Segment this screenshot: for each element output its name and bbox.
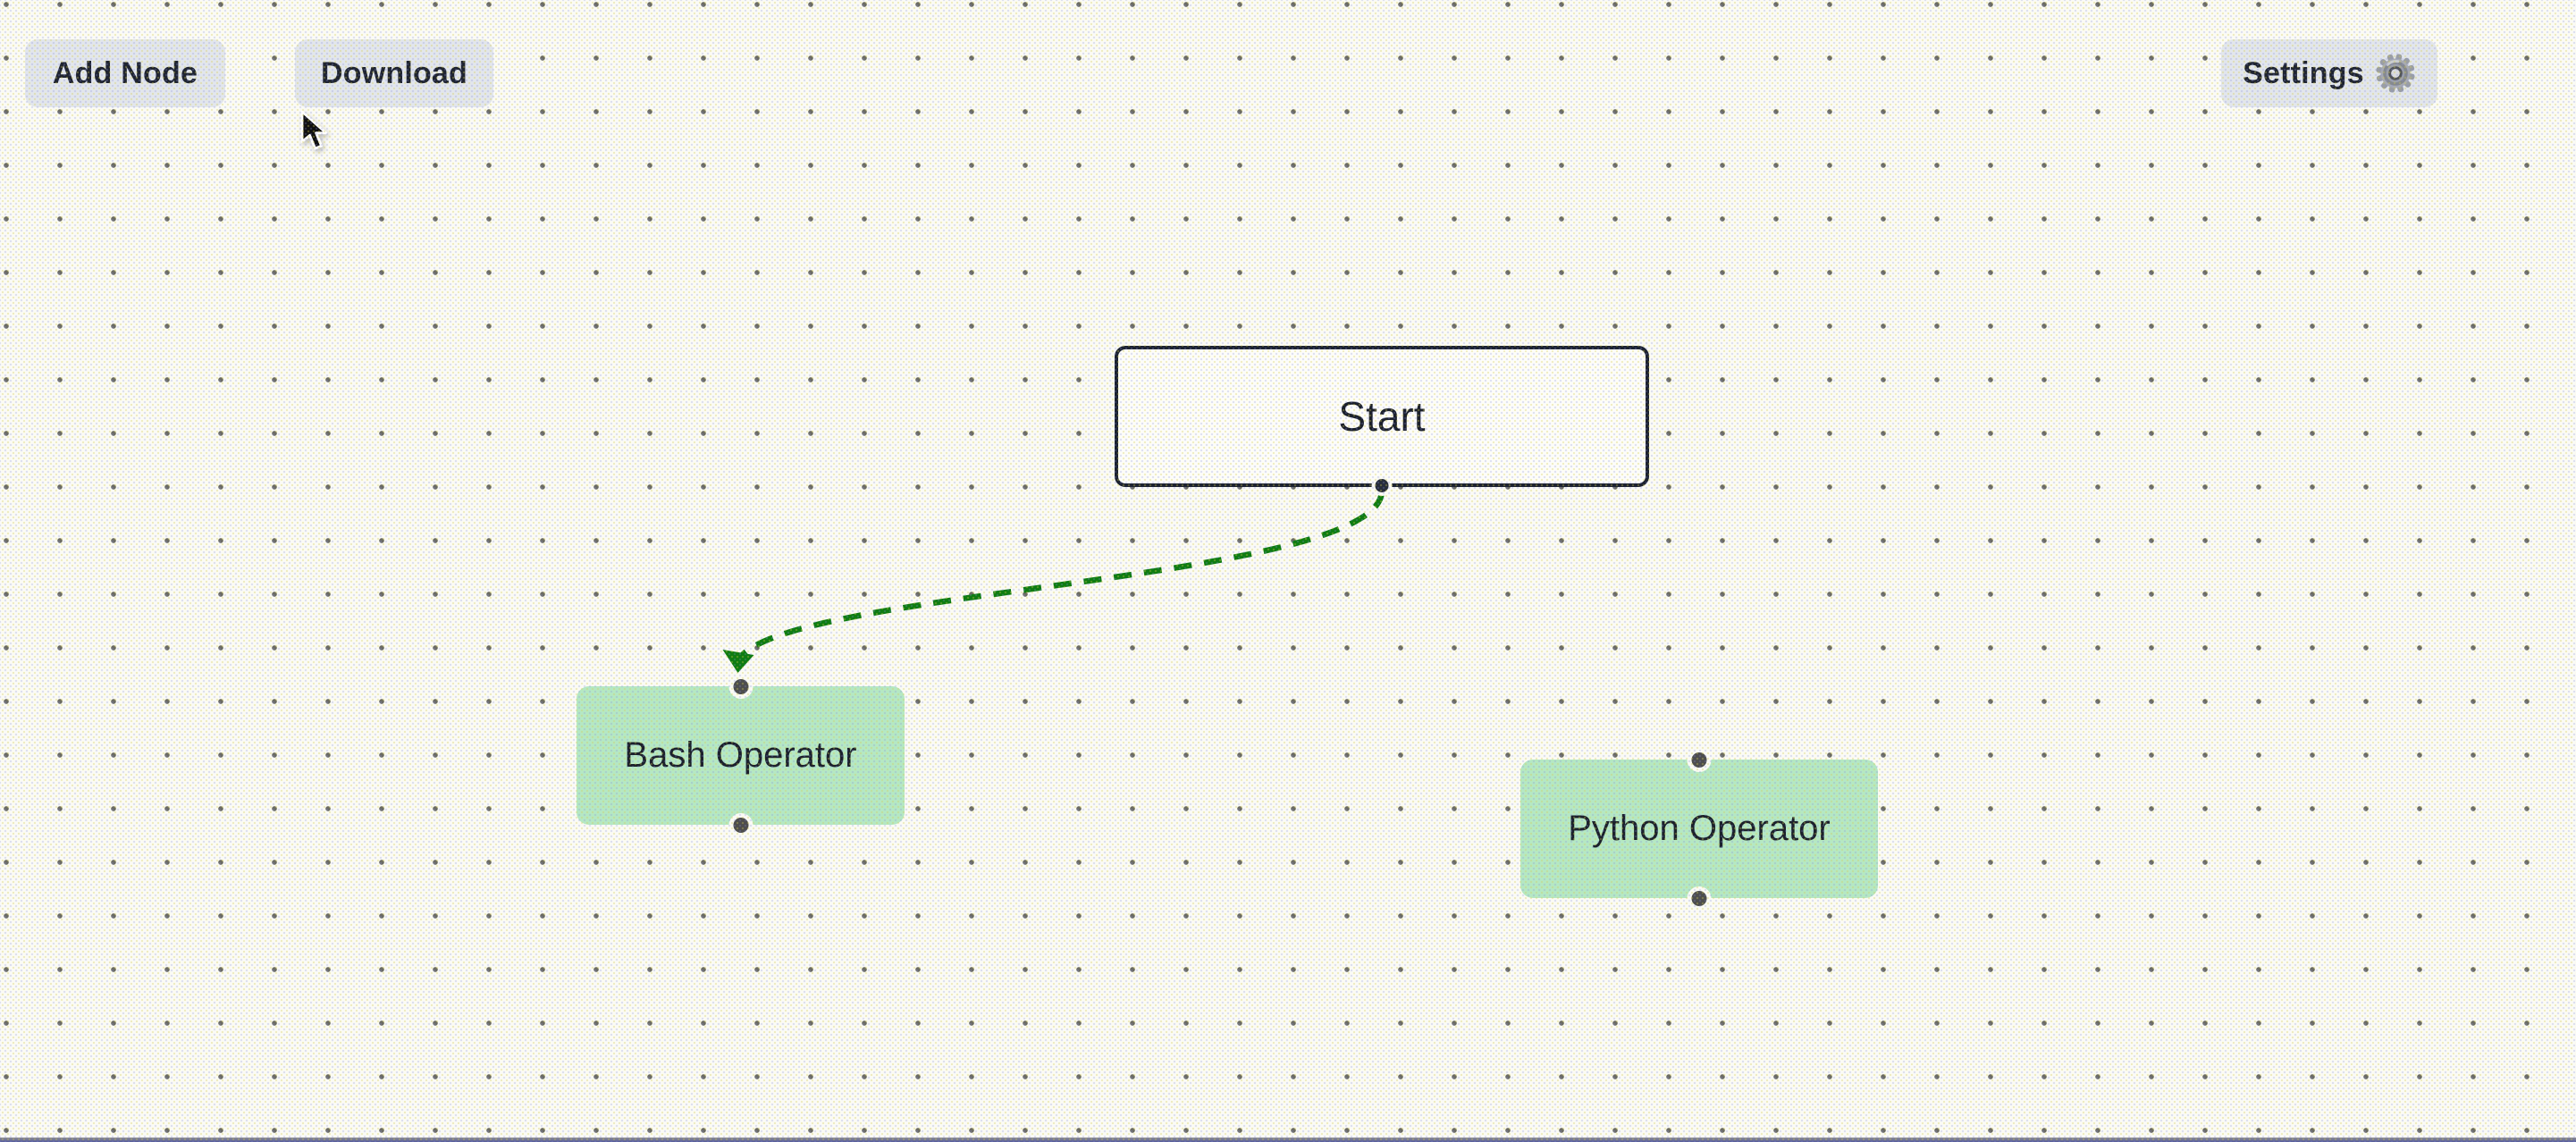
- connection-handle-top[interactable]: [1687, 747, 1712, 772]
- connection-handle-bottom[interactable]: [728, 812, 753, 837]
- node-bash-operator[interactable]: Bash Operator: [577, 674, 905, 837]
- node-bash-operator-label: Bash Operator: [624, 735, 857, 775]
- edge-start-to-bash-operator[interactable]: [740, 490, 1385, 658]
- edge-arrowhead-icon: [722, 650, 754, 673]
- connection-handle-bottom[interactable]: [1687, 886, 1712, 911]
- settings-button[interactable]: Settings: [2221, 39, 2437, 107]
- add-node-button-label: Add Node: [52, 55, 198, 90]
- connection-handle-bottom[interactable]: [1371, 474, 1393, 496]
- mouse-cursor-icon: [300, 110, 328, 150]
- settings-button-label: Settings: [2243, 55, 2364, 90]
- download-button-label: Download: [320, 55, 468, 90]
- add-node-button[interactable]: Add Node: [25, 39, 225, 107]
- node-start[interactable]: Start: [1115, 346, 1649, 496]
- node-start-label: Start: [1338, 393, 1426, 440]
- connection-handle-top[interactable]: [728, 674, 753, 699]
- node-python-operator-label: Python Operator: [1568, 809, 1831, 848]
- download-button[interactable]: Download: [295, 39, 493, 107]
- status-bar: [0, 1138, 2576, 1142]
- gear-icon: [2376, 54, 2415, 93]
- node-python-operator[interactable]: Python Operator: [1520, 747, 1878, 911]
